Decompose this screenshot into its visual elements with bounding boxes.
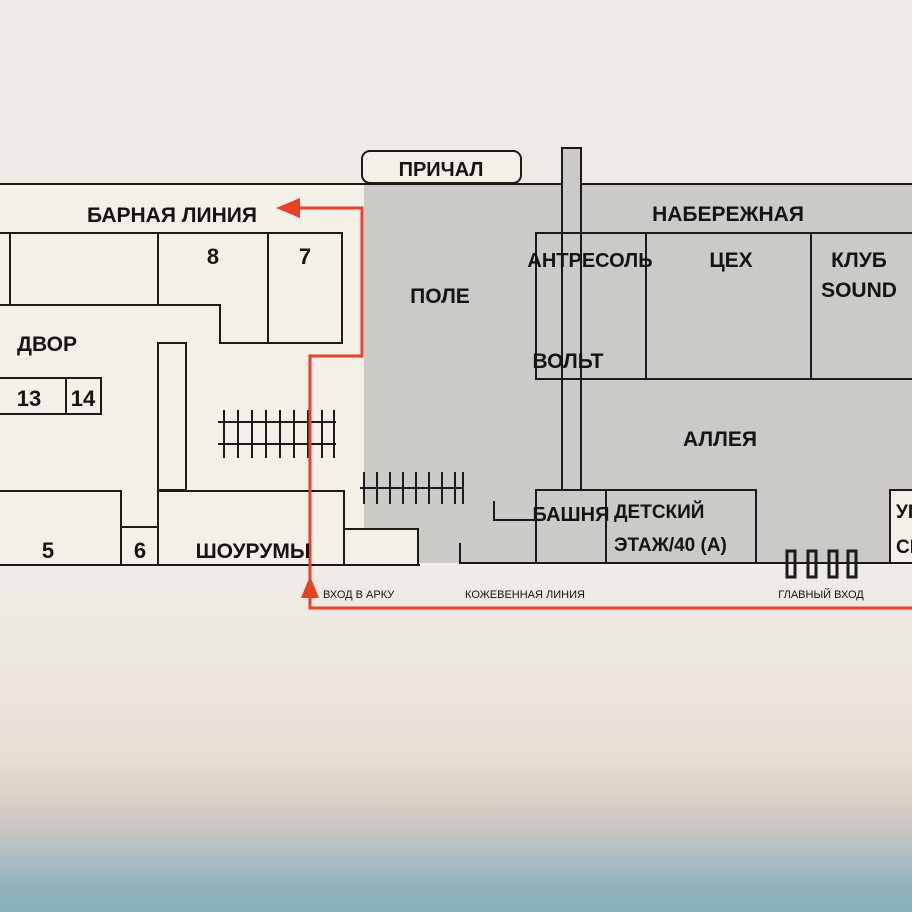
tower-label: БАШНЯ — [533, 504, 610, 526]
alley-label: АЛЛЕЯ — [683, 428, 757, 451]
number-5: 5 — [42, 538, 54, 563]
pier-box — [361, 150, 522, 184]
embankment-label: НАБЕРЕЖНАЯ — [652, 203, 804, 226]
club-label-line2: SOUND — [821, 279, 897, 302]
building-club — [810, 232, 912, 380]
kids-label-line1: ДЕТСКИЙ — [614, 501, 704, 523]
cut-label-line2: СК — [896, 537, 912, 558]
pier-column — [561, 147, 582, 491]
number-8: 8 — [207, 244, 219, 269]
leather-line-label: КОЖЕВЕННАЯ ЛИНИЯ — [465, 589, 585, 601]
building-14 — [65, 377, 102, 415]
club-label-line1: КЛУБ — [831, 249, 887, 272]
arch-entrance-arrow — [301, 576, 319, 598]
pier-label: ПРИЧАЛ — [399, 159, 484, 181]
number-7: 7 — [299, 244, 311, 269]
number-14: 14 — [71, 386, 96, 411]
bar-line-label: БАРНАЯ ЛИНИЯ — [87, 204, 257, 227]
showrooms-label: ШОУРУМЫ — [196, 540, 311, 563]
building-left-edge — [0, 232, 11, 306]
wall-mark-a — [493, 501, 536, 521]
entresol-label: АНТРЕСОЛЬ — [527, 250, 652, 272]
kids-label-line2: ЭТАЖ/40 (А) — [614, 535, 727, 556]
cut-label-line1: УГ — [896, 502, 912, 523]
fence-courtyard — [218, 410, 336, 458]
route-arrow-head — [276, 198, 300, 218]
number-13: 13 — [17, 386, 41, 411]
fence-field — [360, 472, 464, 504]
volt-label: ВОЛЬТ — [533, 350, 604, 373]
field-label: ПОЛЕ — [410, 285, 470, 308]
main-entrance-label: ГЛАВНЫЙ ВХОД — [778, 588, 864, 601]
route-line — [300, 206, 912, 610]
wall-mark-b — [459, 543, 912, 564]
courtyard-label: ДВОР — [17, 333, 77, 356]
building-8 — [10, 232, 343, 344]
arch-entrance-label: ВХОД В АРКУ — [323, 589, 395, 601]
number-6: 6 — [134, 538, 146, 563]
workshop-label: ЦЕХ — [709, 249, 752, 272]
main-entrance-doors — [785, 549, 858, 579]
showrooms-annex — [343, 528, 419, 566]
